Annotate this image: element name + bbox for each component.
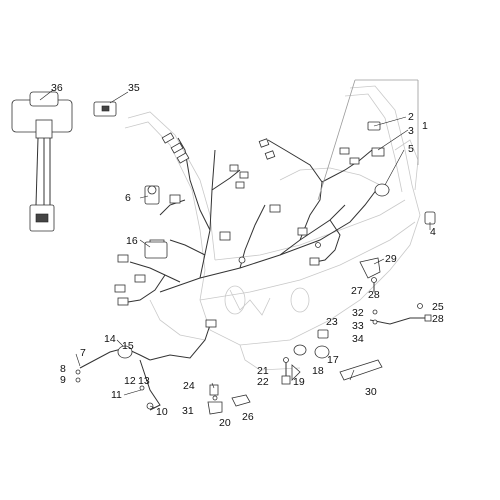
callout-31: 31 [182, 405, 194, 417]
part-12-13-10-cable [139, 359, 161, 411]
callout-16: 16 [126, 235, 138, 247]
callout-26: 26 [242, 411, 254, 423]
part-29-bracket [359, 257, 381, 279]
callout-35: 35 [128, 82, 140, 94]
part-16-fuse-box [144, 241, 168, 259]
callout-34: 34 [352, 333, 364, 345]
callout-4: 4 [430, 226, 436, 238]
callout-5: 5 [408, 143, 414, 155]
callout-7: 7 [80, 347, 86, 359]
callout-17: 17 [327, 354, 339, 366]
callout-33: 33 [352, 320, 364, 332]
scooter-frame [124, 85, 421, 371]
part-35-relay [93, 101, 117, 117]
callout-36: 36 [51, 82, 63, 94]
callout-25: 25 [432, 301, 444, 313]
part-26-clip [231, 394, 251, 407]
callout-27: 27 [351, 285, 363, 297]
part-27-28-bolt [371, 277, 377, 292]
callout-leaders [39, 79, 431, 409]
part-14-15-7-front-cable [75, 319, 217, 383]
main-wiring-harness [114, 132, 381, 306]
callout-28b: 28 [432, 313, 444, 325]
callout-30: 30 [365, 386, 377, 398]
callout-9: 9 [60, 374, 66, 386]
part-5-clamp [374, 183, 390, 197]
callout-23: 23 [326, 316, 338, 328]
part-6-fuse-holder [144, 185, 160, 205]
callout-3: 3 [408, 125, 414, 137]
part-25-28-sensor-cable [369, 303, 432, 325]
callout-numbers: 36 35 1 2 3 5 6 16 4 29 27 28 25 28 32 3… [51, 82, 444, 429]
callout-28a: 28 [368, 289, 380, 301]
callout-2: 2 [408, 111, 414, 123]
callout-29: 29 [385, 253, 397, 265]
callout-21: 21 [257, 365, 269, 377]
callout-20: 20 [219, 417, 231, 429]
callout-24: 24 [183, 380, 195, 392]
callout-22: 22 [257, 376, 269, 388]
callout-12: 12 [124, 375, 136, 387]
part-24-31-20-sensor [207, 384, 223, 415]
callout-8: 8 [60, 363, 66, 375]
callout-15: 15 [122, 340, 134, 352]
part-21-22-19-fasteners [281, 357, 291, 385]
part-30-foam-pad [339, 359, 383, 381]
callout-11: 11 [111, 389, 122, 401]
callout-1: 1 [422, 120, 428, 132]
callout-13: 13 [138, 375, 150, 387]
callout-18: 18 [312, 365, 324, 377]
callout-19: 19 [293, 376, 305, 388]
part-36-charger-unit [11, 91, 73, 232]
callout-6: 6 [125, 192, 131, 204]
callout-32: 32 [352, 307, 364, 319]
part-23-17-clamps [291, 329, 330, 381]
callout-10: 10 [156, 406, 168, 418]
callout-14: 14 [104, 333, 116, 345]
